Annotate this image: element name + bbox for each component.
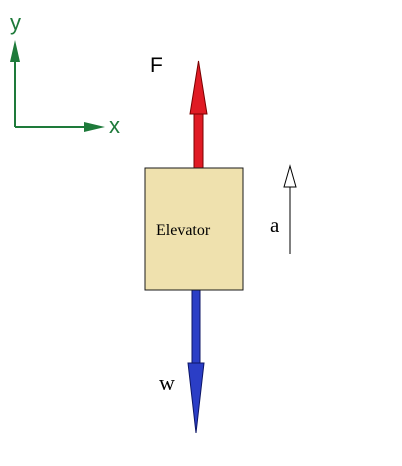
elevator-label: Elevator [156,222,211,239]
force-f-arrowhead [189,60,208,115]
acceleration-arrow: a [270,164,297,254]
coordinate-axes: y x [10,10,120,138]
x-axis-arrowhead [84,122,105,132]
weight-w-shaft [191,289,201,366]
weight-w-arrow: w [159,289,205,434]
force-f-label: F [150,54,163,77]
weight-w-arrowhead [187,362,205,434]
acceleration-label: a [270,213,280,237]
weight-w-label: w [159,370,175,395]
acceleration-arrowhead [283,164,297,188]
y-axis-arrowhead [10,40,20,62]
force-f-arrow: F [150,54,208,169]
elevator-body [144,167,244,291]
y-axis-label: y [10,10,21,35]
x-axis-label: x [109,113,120,138]
elevator-box: Elevator [144,167,244,291]
force-f-shaft [193,112,204,169]
